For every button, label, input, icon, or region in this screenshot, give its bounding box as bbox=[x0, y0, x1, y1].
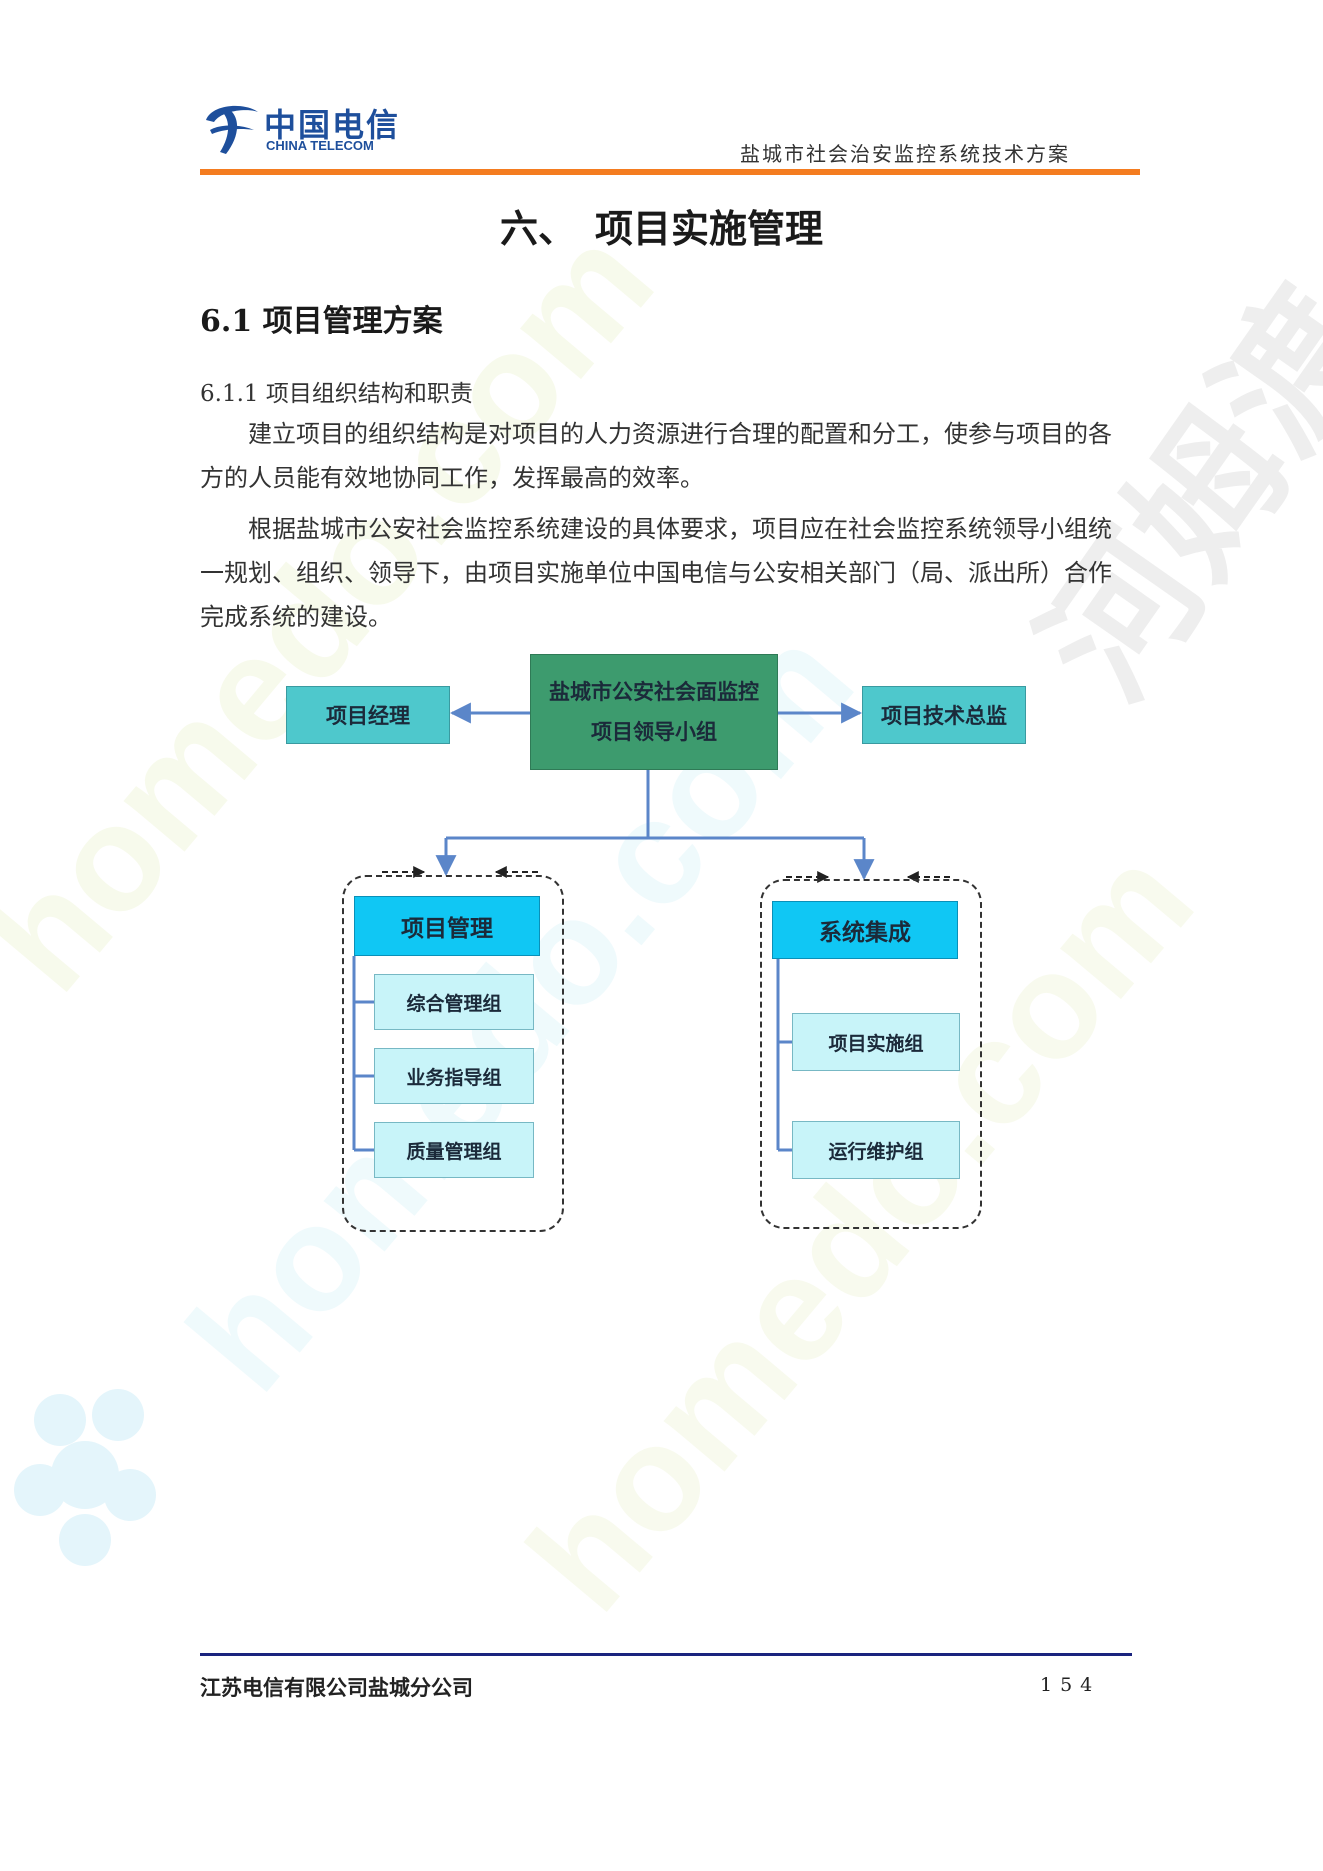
node-implementation: 项目实施组 bbox=[792, 1013, 960, 1071]
node-general-management: 综合管理组 bbox=[374, 974, 534, 1030]
header-divider bbox=[200, 169, 1140, 175]
node-project-manager: 项目经理 bbox=[286, 686, 450, 744]
node-system-integration: 系统集成 bbox=[772, 901, 958, 959]
paragraph: 根据盐城市公安社会监控系统建设的具体要求，项目应在社会监控系统领导小组统一规划、… bbox=[200, 515, 1112, 631]
node-operation-maintenance: 运行维护组 bbox=[792, 1121, 960, 1179]
node-project-management: 项目管理 bbox=[354, 896, 540, 956]
logo-text-cn: 中国电信 bbox=[264, 106, 401, 144]
node-tech-director: 项目技术总监 bbox=[862, 686, 1026, 744]
node-leadership-line2: 项目领导小组 bbox=[591, 719, 717, 744]
footer-divider bbox=[200, 1653, 1132, 1656]
footer-company: 江苏电信有限公司盐城分公司 bbox=[200, 1676, 473, 1700]
logo-text-en: CHINA TELECOM bbox=[266, 138, 374, 153]
section-title: 6.1 项目管理方案 bbox=[200, 304, 443, 339]
subsection-title: 6.1.1 项目组织结构和职责 bbox=[200, 381, 473, 407]
paragraph: 建立项目的组织结构是对项目的人力资源进行合理的配置和分工，使参与项目的各方的人员… bbox=[200, 420, 1112, 492]
chapter-title: 六、 项目实施管理 bbox=[499, 206, 823, 251]
node-leadership-line1: 盐城市公安社会面监控 bbox=[549, 679, 759, 704]
group-project-management bbox=[342, 875, 564, 1232]
document-title: 盐城市社会治安监控系统技术方案 bbox=[740, 142, 1070, 166]
node-quality-management: 质量管理组 bbox=[374, 1122, 534, 1178]
group-system-integration bbox=[760, 879, 982, 1229]
node-leadership-group: 盐城市公安社会面监控 项目领导小组 bbox=[530, 654, 778, 770]
node-business-guidance: 业务指导组 bbox=[374, 1048, 534, 1104]
china-telecom-logo-icon bbox=[206, 105, 258, 154]
page-number: 154 bbox=[1040, 1674, 1101, 1696]
